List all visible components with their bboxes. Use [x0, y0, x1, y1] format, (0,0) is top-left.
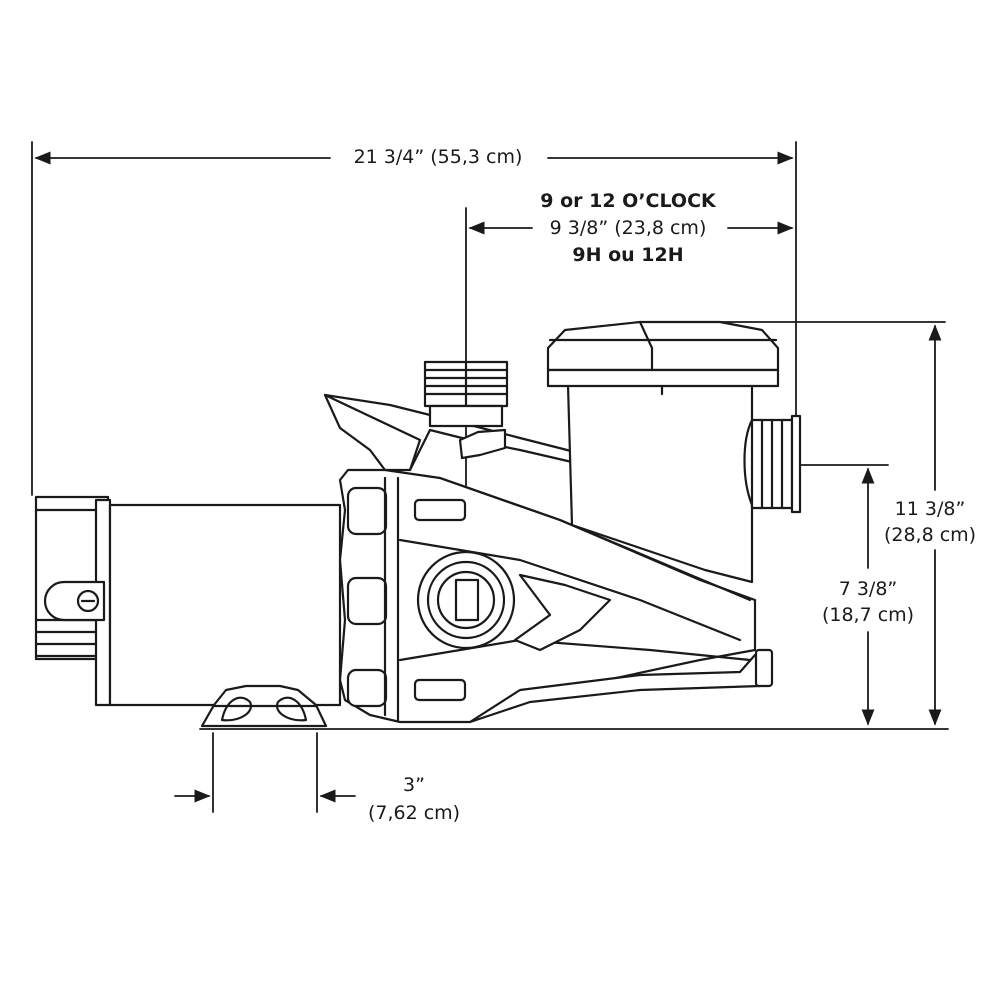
foot-width-label: 3” — [399, 774, 429, 796]
dimension-lines — [31, 141, 949, 813]
overall-height-label: 11 3/8” — [890, 498, 970, 520]
top-fitting — [423, 360, 509, 428]
overall-length-label: 21 3/4” (55,3 cm) — [349, 146, 527, 168]
strainer-housing — [546, 320, 802, 584]
motor — [34, 495, 342, 707]
mounting-foot — [200, 684, 328, 728]
overall-height-metric-label: (28,8 cm) — [879, 524, 981, 546]
rotation-label-en: 9 or 12 O’CLOCK — [536, 190, 720, 212]
outlet-height-label: 7 3/8” — [834, 578, 902, 600]
rotation-label-fr: 9H ou 12H — [568, 244, 688, 266]
pump-housing — [323, 393, 774, 724]
foot-width-metric-label: (7,62 cm) — [363, 802, 465, 824]
rotation-dimension-label: 9 3/8” (23,8 cm) — [545, 217, 711, 239]
outlet-height-metric-label: (18,7 cm) — [817, 604, 919, 626]
